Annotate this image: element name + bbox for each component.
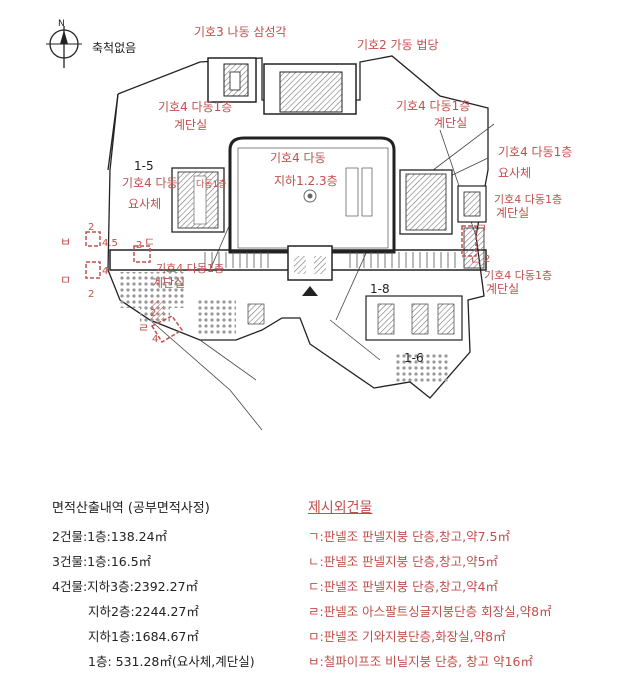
label-stair-left: 기호4 다동1층 [158,100,232,114]
label-main-building-floors: 지하1.2.3층 [274,174,338,188]
dim-2-a: 2 [88,222,94,233]
area-row-2: 3건물:1층:16.5㎡ [52,554,152,569]
marker-bieup: ㅂ [60,235,71,249]
marker-mieum: ㅁ [60,273,71,287]
label-stair-bottom-left-2: 계단실 [152,276,185,290]
site-plan-diagram: N 축척없음 [46,19,572,431]
area-row-6: 1층: 531.28㎡(요사체,계단실) [88,654,255,669]
excluded-row-giyeok: ㄱ:판넬조 판넬지붕 단층,창고,약7.5㎡ [308,529,510,544]
entrance-block [287,245,333,296]
excluded-row-nieun: ㄴ:판넬조 판넬지붕 단층,창고,약5㎡ [308,554,499,569]
excluded-row-bieup: ㅂ:철파이프조 비닐지붕 단층, 창고 약16㎡ [308,654,533,669]
label-stair-far-right-2: 계단실 [496,206,529,220]
scale-note: 축척없음 [92,41,136,55]
marker-digeut: ㄷ [144,235,155,249]
label-stair-bottom-left: 기호4 다동1층 [156,262,224,275]
dim-4-a: 4 [102,266,108,277]
lot-number-1-6: 1-6 [404,351,424,365]
building-4-main [228,136,396,254]
dim-4-5: 4.5 [102,238,118,249]
area-row-5: 지하1층:1684.67㎡ [88,629,199,644]
excluded-row-digeut: ㄷ:판넬조 판넬지붕 단층,창고,약4㎡ [308,579,499,594]
dim-2-b: 2 [88,289,94,300]
building-2-beopdang [263,63,357,115]
dim-2-e: 2 [484,254,490,265]
svg-text:N: N [58,19,65,29]
excluded-row-mieum: ㅁ:판넬조 기와지붕단층,화장실,약8㎡ [308,629,506,644]
label-building-2: 기호2 가동 법당 [357,38,439,52]
label-left-yosache-floor: 다동1층 [196,179,227,190]
label-right-yosache: 기호4 다동1층 [498,145,572,159]
area-row-3: 4건물:지하3층:2392.27㎡ [52,579,199,594]
excluded-row-rieul: ㄹ:판넬조 아스팔트싱글지붕단층 회장실,약8㎡ [308,604,552,619]
building-4-right-yosache [399,169,453,235]
building-4-left-yosache [171,167,225,233]
area-calculation-title: 면적산출내역 (공부면적사정) [52,501,210,516]
label-left-yosache: 기호4 다동 [122,176,178,190]
marker-rieul: ㄹ [138,321,149,335]
label-stair-right: 기호4 다동1층 [396,99,470,113]
excluded-structure-markers [85,225,477,344]
marker-nieun: ㄴ [470,253,481,267]
dim-2-c: 2 [136,240,142,251]
dim-4-b: 4 [152,334,158,345]
north-arrow-icon: N [46,19,82,68]
excluded-buildings-title: 제시외건물 [308,500,373,516]
label-stair-left-2: 계단실 [174,118,207,132]
building-3-samseonggak [207,57,257,103]
marker-hatch [150,300,164,320]
label-stair-far-right: 기호4 다동1층 [494,193,562,206]
label-left-yosache-2: 요사체 [128,197,161,211]
label-building-3: 기호3 나동 삼성각 [194,25,287,39]
lower-right-facilities [247,295,463,341]
marker-giyeok: ㄱ [476,221,487,235]
label-stair-bottom-right: 기호4 다동1층 [484,269,552,282]
lot-number-1-5: 1-5 [134,159,154,173]
label-stair-bottom-right-2: 계단실 [486,282,519,296]
area-row-1: 2건물:1층:138.24㎡ [52,529,168,544]
area-row-4: 지하2층:2244.27㎡ [88,604,199,619]
dim-2-d: 2 [150,308,156,319]
label-main-building: 기호4 다동 [270,151,326,165]
label-stair-right-2: 계단실 [434,116,467,130]
label-right-yosache-2: 요사체 [498,166,531,180]
lot-number-1-8: 1-8 [370,282,390,296]
building-4-far-right-block [457,185,487,223]
